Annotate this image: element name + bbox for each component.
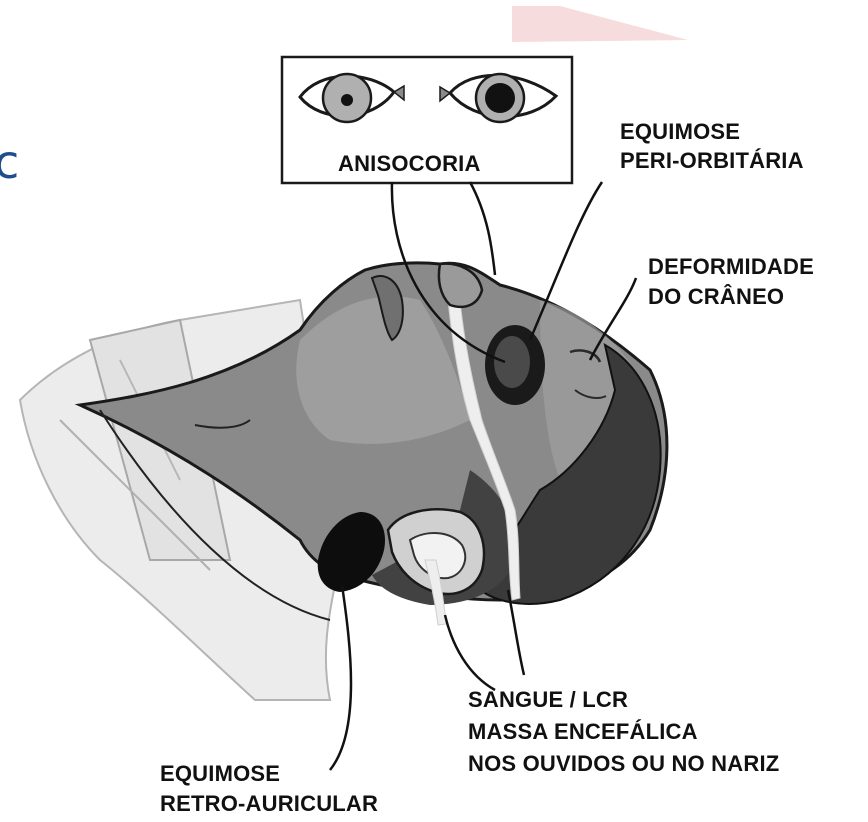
label-fluids-line1: SANGUE / LCR (468, 686, 628, 714)
label-fluids-line3: NOS OUVIDOS OU NO NARIZ (468, 750, 779, 778)
leader-ear-fluid (445, 615, 495, 690)
slide-title-fragment: c (0, 136, 19, 188)
decor-stripe (512, 6, 688, 42)
label-fluids-line2: MASSA ENCEFÁLICA (468, 718, 698, 746)
label-retroauricular-line1: EQUIMOSE (160, 760, 280, 788)
label-periorbital-line2: PERI-ORBITÁRIA (620, 147, 804, 175)
label-skull-line2: DO CRÂNEO (648, 283, 784, 311)
right-pupil-dilated (485, 83, 515, 113)
label-skull-line1: DEFORMIDADE (648, 253, 814, 281)
label-periorbital-line1: EQUIMOSE (620, 118, 740, 146)
leader-retroauricular (330, 585, 351, 770)
label-retroauricular-line2: RETRO-AURICULAR (160, 790, 378, 818)
label-anisocoria: ANISOCORIA (338, 150, 481, 178)
left-pupil-small (341, 94, 353, 106)
leader-anisocoria-right (470, 182, 495, 275)
periorbital-bruise-core (494, 336, 530, 388)
